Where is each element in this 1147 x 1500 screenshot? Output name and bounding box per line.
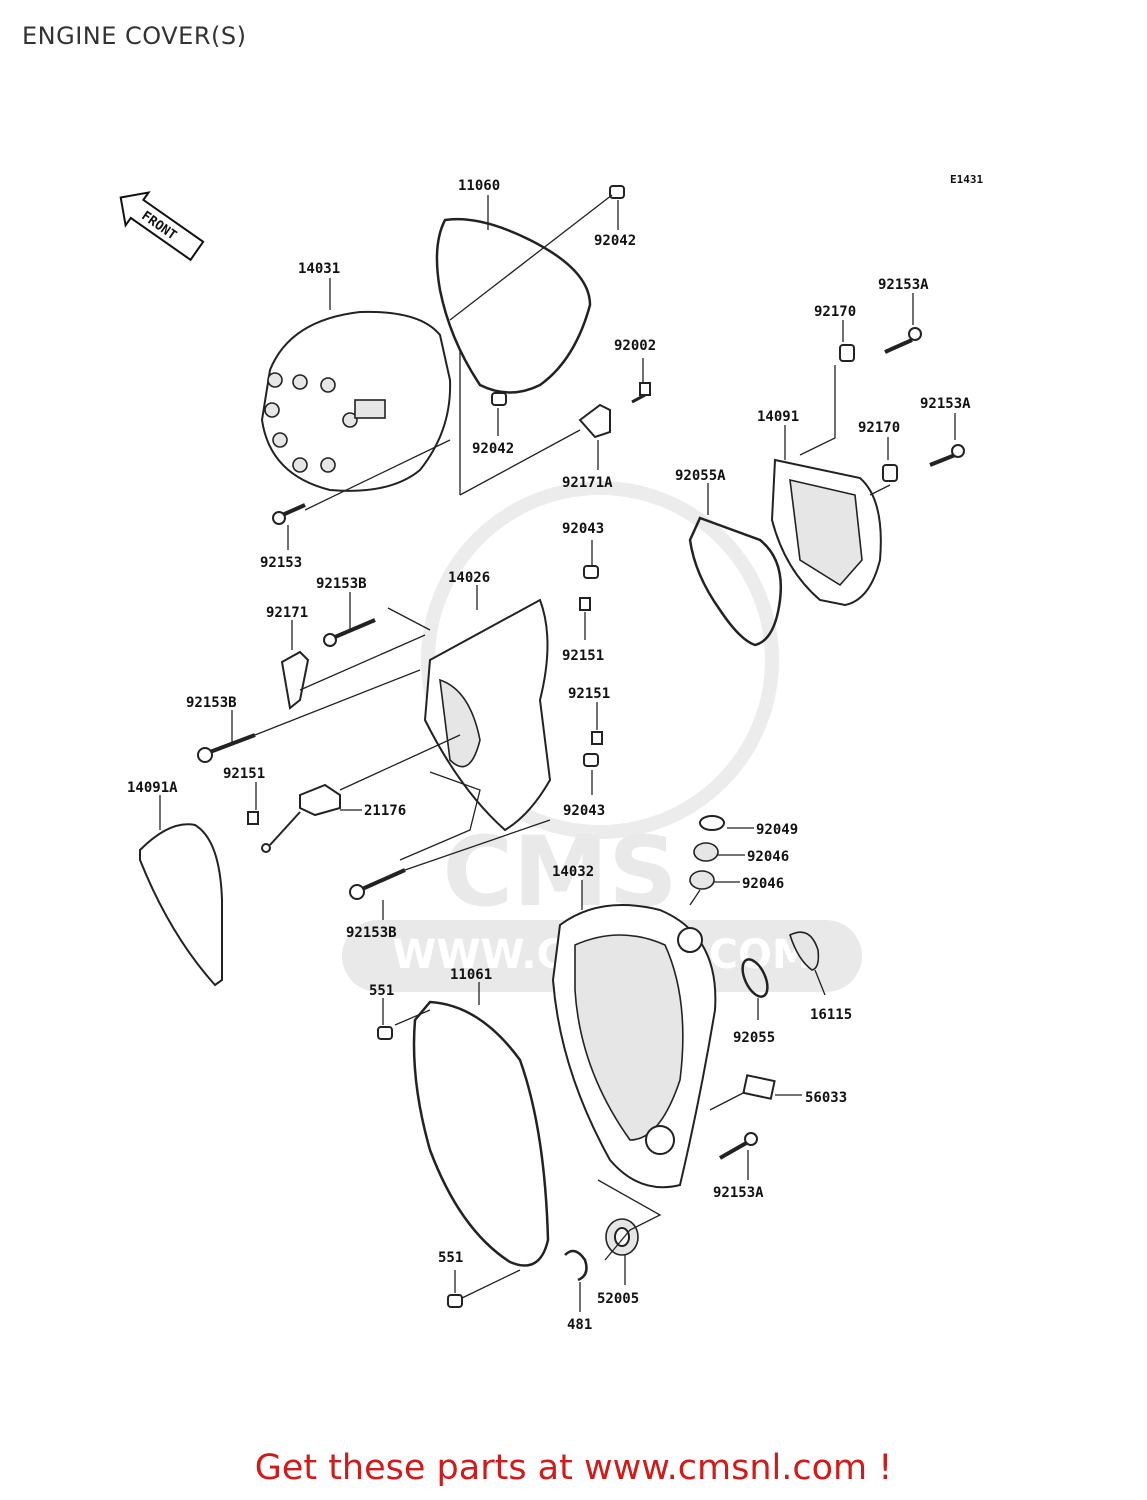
bolt-92153B-b	[197, 733, 256, 763]
part-label[interactable]: 92043	[563, 803, 605, 819]
part-label[interactable]: 92153B	[186, 695, 237, 711]
exploded-parts-diagram: CMS WWW.CMSNL.COM FRONT E1431	[119, 173, 983, 1333]
bolt-92153B-a	[323, 618, 376, 647]
bolt-92153	[272, 503, 306, 525]
part-label[interactable]: 92046	[742, 876, 784, 892]
part-label[interactable]: 92170	[858, 420, 900, 436]
reference-code: E1431	[950, 173, 983, 186]
part-label[interactable]: 14026	[448, 570, 490, 586]
dowel-pin-92042-upper	[609, 185, 625, 199]
oil-seal-52005	[605, 1218, 639, 1256]
part-label[interactable]: 14091	[757, 409, 799, 425]
part-label[interactable]: 92043	[562, 521, 604, 537]
part-label[interactable]: 551	[369, 983, 394, 999]
spacer-92170-top	[839, 344, 855, 362]
part-label[interactable]: 92153B	[346, 925, 397, 941]
part-labels: 11060 92042 14031 92002 92042 92171A 921…	[127, 178, 971, 1333]
part-label[interactable]: 551	[438, 1250, 463, 1266]
bolt-92153A-top	[884, 327, 922, 354]
part-label[interactable]: 92171A	[562, 475, 613, 491]
part-label[interactable]: 52005	[597, 1291, 639, 1307]
label-56033	[742, 1074, 776, 1100]
cap-92046-a	[693, 842, 719, 862]
dowel-pin-551-lower	[447, 1294, 463, 1308]
circlip-481	[564, 1249, 588, 1282]
clamp-92171A	[578, 403, 611, 439]
part-label[interactable]: 92055	[733, 1030, 775, 1046]
part-label[interactable]: 92151	[568, 686, 610, 702]
cap-92046-b	[689, 870, 715, 890]
dowel-pin-92043-lower	[583, 753, 599, 767]
seal-92049	[699, 815, 725, 831]
front-arrow-icon: FRONT	[119, 191, 205, 262]
bolt-92153A-mid	[929, 444, 965, 467]
dowel-pin-92042-lower	[491, 392, 507, 406]
part-label[interactable]: 92151	[223, 766, 265, 782]
gasket-11060	[435, 217, 592, 394]
gasket-11061	[412, 1000, 550, 1267]
part-label[interactable]: 11061	[450, 967, 492, 983]
part-label[interactable]: 92055A	[675, 468, 726, 484]
part-label[interactable]: 14091A	[127, 780, 178, 796]
bolt-92151-b	[591, 731, 603, 745]
page-title: ENGINE COVER(S)	[22, 22, 247, 50]
bolt-92151-a	[579, 597, 591, 611]
part-label[interactable]: 92002	[614, 338, 656, 354]
part-label[interactable]: 92049	[756, 822, 798, 838]
spacer-92170-mid	[882, 464, 898, 482]
part-label[interactable]: 92046	[747, 849, 789, 865]
part-label[interactable]: 92170	[814, 304, 856, 320]
bolt-92151-c	[247, 811, 259, 825]
part-label[interactable]: 92153A	[713, 1185, 764, 1201]
part-label[interactable]: 11060	[458, 178, 500, 194]
gasket-92055A	[688, 516, 782, 647]
clamp-92171	[280, 650, 310, 710]
part-label[interactable]: 21176	[364, 803, 406, 819]
part-label[interactable]: 56033	[805, 1090, 847, 1106]
dowel-pin-551-upper	[377, 1026, 393, 1040]
part-label[interactable]: 92042	[594, 233, 636, 249]
part-label[interactable]: 16115	[810, 1007, 852, 1023]
part-label[interactable]: 481	[567, 1317, 592, 1333]
sensor-21176	[261, 783, 341, 853]
part-label[interactable]: 92042	[472, 441, 514, 457]
bolt-92002	[631, 382, 651, 404]
alternator-cover-14031	[260, 310, 452, 492]
bolt-92153B-c	[349, 868, 406, 900]
part-label[interactable]: 14032	[552, 864, 594, 880]
bolt-92153A-lower	[719, 1132, 758, 1160]
part-label[interactable]: 92153A	[920, 396, 971, 412]
part-label[interactable]: 92151	[562, 648, 604, 664]
footer-link[interactable]: Get these parts at www.cmsnl.com !	[254, 1448, 893, 1488]
cover-14026	[423, 598, 552, 832]
oring-92055	[741, 958, 769, 998]
part-label[interactable]: 92171	[266, 605, 308, 621]
cover-14091A	[139, 823, 223, 987]
part-label[interactable]: 92153	[260, 555, 302, 571]
part-label[interactable]: 14031	[298, 261, 340, 277]
cap-16115	[789, 931, 820, 971]
part-label[interactable]: 92153B	[316, 576, 367, 592]
part-label[interactable]: 92153A	[878, 277, 929, 293]
dowel-pin-92043-upper	[583, 565, 599, 579]
